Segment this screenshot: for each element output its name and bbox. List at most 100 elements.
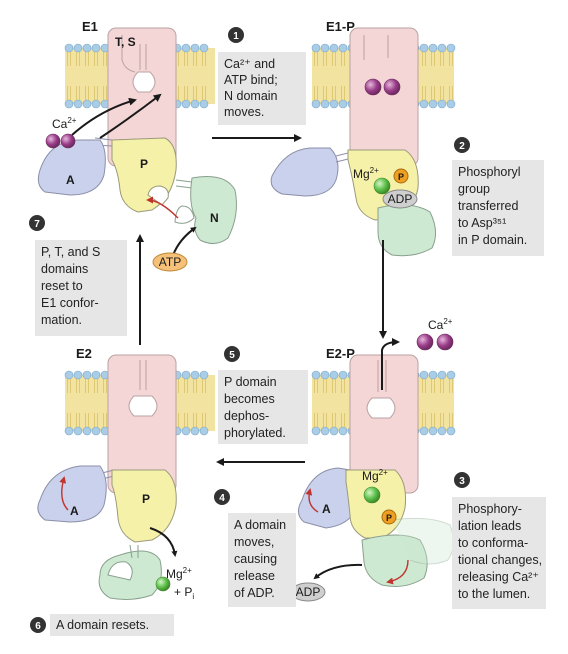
- lipid-head: [82, 43, 92, 53]
- calcium-ion: [60, 133, 76, 149]
- svg-text:1: 1: [233, 31, 239, 42]
- calcium-ion: [45, 133, 61, 149]
- adp-release-arrow: [313, 563, 363, 580]
- lipid-head: [82, 99, 92, 109]
- step-6-text: A domain resets.: [56, 618, 149, 632]
- svg-text:2: 2: [459, 141, 465, 152]
- domain-n-e2p: [361, 534, 428, 587]
- lipid-head: [428, 370, 438, 380]
- lipid-head: [320, 43, 330, 53]
- svg-text:ADP: ADP: [296, 585, 321, 599]
- magnesium-ion: [373, 177, 391, 195]
- lipid-head: [428, 426, 438, 436]
- mg-pi-release-arrow: [149, 527, 178, 557]
- lipid-head: [419, 43, 429, 53]
- domain-n-e1p: [377, 204, 436, 257]
- mg-label: Mg2+: [353, 166, 379, 181]
- lipid-head: [64, 99, 74, 109]
- a-domain-reset-arrow: [59, 476, 69, 511]
- lipid-head: [73, 426, 83, 436]
- domain-label-ts: T, S: [115, 35, 136, 49]
- calcium-ion: [383, 78, 401, 96]
- magnesium-ion: [363, 486, 381, 504]
- lipid-head: [181, 426, 191, 436]
- state-e1: ATP Ca2+ E1 T, S A P N: [37, 19, 237, 272]
- state-label-e2p: E2-P: [326, 346, 355, 361]
- calcium-ion: [436, 333, 454, 351]
- lipid-head: [338, 99, 348, 109]
- ca-label: Ca2+: [428, 317, 453, 332]
- lipid-head: [73, 370, 83, 380]
- lipid-head: [190, 99, 200, 109]
- domain-label-p: P: [142, 492, 150, 506]
- phosphate-badge: P: [393, 168, 409, 184]
- domain-a-e2: [37, 465, 107, 523]
- lipid-head: [181, 43, 191, 53]
- lipid-head: [91, 370, 101, 380]
- lipid-head: [199, 99, 209, 109]
- domain-label-a: A: [322, 502, 331, 516]
- lipid-head: [311, 43, 321, 53]
- lipid-head: [329, 370, 339, 380]
- lipid-head: [437, 43, 447, 53]
- ca-entry-arrow: [71, 97, 137, 136]
- lipid-head: [320, 426, 330, 436]
- domain-p-e2: [111, 469, 177, 543]
- lipid-head: [73, 99, 83, 109]
- lipid-head: [419, 426, 429, 436]
- lipid-head: [428, 99, 438, 109]
- lipid-head: [311, 370, 321, 380]
- domain-n-e1: [190, 176, 237, 244]
- lipid-head: [181, 370, 191, 380]
- lipid-head: [64, 370, 74, 380]
- calcium-ion: [416, 333, 434, 351]
- lipid-head: [91, 99, 101, 109]
- svg-text:ATP: ATP: [159, 255, 181, 269]
- domain-label-a: A: [70, 504, 79, 518]
- svg-text:3: 3: [459, 476, 465, 487]
- svg-text:P: P: [386, 513, 392, 523]
- lipid-head: [190, 43, 200, 53]
- svg-text:ADP: ADP: [388, 192, 413, 206]
- domain-p-e1: [111, 137, 177, 213]
- lipid-head: [320, 99, 330, 109]
- lipid-head: [437, 99, 447, 109]
- state-e2p: Ca2+ P Mg2+ ADP A E2-P: [290, 317, 454, 602]
- lipid-head: [329, 99, 339, 109]
- lipid-head: [64, 43, 74, 53]
- lipid-head: [199, 43, 209, 53]
- lipid-head: [190, 370, 200, 380]
- lipid-head: [428, 43, 438, 53]
- lipid-head: [446, 99, 456, 109]
- mg-label: Mg2+: [362, 468, 388, 483]
- lipid-head: [446, 426, 456, 436]
- mg-label: Mg2+: [166, 566, 192, 581]
- state-e2: Mg2+ + Pi E2 A P: [37, 346, 194, 601]
- lipid-head: [437, 370, 447, 380]
- ca-release-arrow: [381, 338, 400, 390]
- phosphate-badge: P: [381, 509, 397, 525]
- lipid-head: [82, 370, 92, 380]
- adp-label: ADP: [290, 582, 326, 602]
- lipid-head: [311, 99, 321, 109]
- lipid-head: [437, 426, 447, 436]
- lipid-head: [419, 370, 429, 380]
- lipid-head: [419, 99, 429, 109]
- lipid-head: [320, 370, 330, 380]
- state-label-e1p: E1-P: [326, 19, 355, 34]
- lipid-head: [446, 370, 456, 380]
- lipid-head: [311, 426, 321, 436]
- svg-text:5: 5: [229, 350, 235, 361]
- ca-label: Ca2+: [52, 116, 77, 131]
